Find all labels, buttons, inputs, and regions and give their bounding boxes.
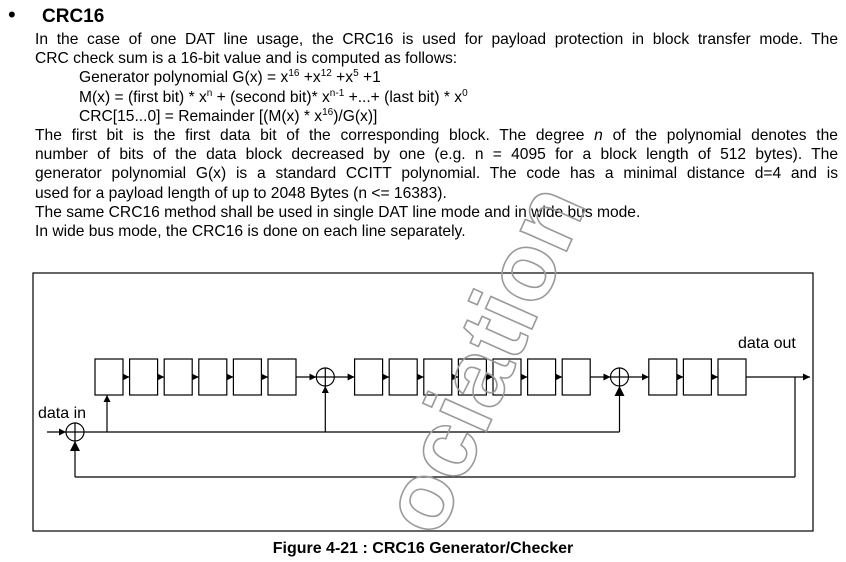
intro-line-2: CRC check sum is a 16-bit value and is c… [35, 50, 458, 68]
section-heading: CRC16 [42, 6, 105, 27]
generator-polynomial-formula: Generator polynomial G(x) = x16 +x12 +x5… [79, 68, 381, 87]
shift-register-13 [561, 358, 591, 396]
message-polynomial-formula: M(x) = (first bit) * xn + (second bit)* … [79, 87, 468, 106]
paragraph-line-4: used for a payload length of up to 2048 … [35, 184, 447, 202]
shift-register-14 [648, 358, 678, 396]
crc-remainder-formula: CRC[15...0] = Remainder [(M(x) * x16)/G(… [79, 106, 378, 125]
diagram-frame [32, 272, 814, 532]
shift-register-16 [717, 358, 747, 396]
paragraph-line-2: number of bits of the data block decreas… [35, 146, 838, 164]
shift-register-7 [354, 358, 384, 396]
shift-register-6 [267, 358, 297, 396]
paragraph-line-5: The same CRC16 method shall be used in s… [35, 203, 641, 221]
body-text: In the case of one DAT line usage, the C… [35, 30, 838, 241]
shift-register-10 [457, 358, 487, 396]
data-in-label: data in [38, 405, 86, 422]
intro-line-1: In the case of one DAT line usage, the C… [35, 31, 838, 48]
paragraph-line-1: The first bit is the first data bit of t… [35, 127, 838, 145]
shift-register-8 [388, 358, 418, 396]
shift-register-4 [198, 358, 228, 396]
shift-register-11 [492, 358, 522, 396]
paragraph-line-3: generator polynomial G(x) is a standard … [35, 165, 838, 183]
bullet-marker: • [8, 2, 16, 27]
data-out-label: data out [738, 335, 796, 352]
shift-register-12 [526, 358, 557, 396]
shift-register-9 [423, 358, 453, 396]
paragraph-line-6: In wide bus mode, the CRC16 is done on e… [35, 223, 466, 241]
shift-register-5 [232, 358, 262, 396]
shift-register-3 [163, 358, 193, 396]
shift-register-15 [682, 358, 713, 396]
figure-caption: Figure 4-21 : CRC16 Generator/Checker [272, 540, 574, 557]
shift-register-1 [94, 358, 124, 396]
shift-register-2 [129, 358, 159, 396]
